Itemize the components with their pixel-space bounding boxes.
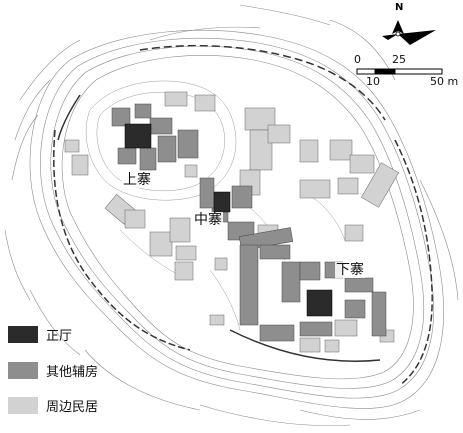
contour-lines xyxy=(4,4,459,426)
main-hall-buildings xyxy=(124,123,333,317)
scale-tick-50m: 50 m xyxy=(430,75,459,88)
area-label-lower: 下寨 xyxy=(335,262,365,278)
scale-tick-25: 25 xyxy=(392,53,406,66)
legend-item-main-hall: 正厅 xyxy=(8,322,72,346)
compass-rose xyxy=(382,20,436,45)
scale-tick-10: 10 xyxy=(366,75,380,88)
area-label-upper: 上寨 xyxy=(122,172,152,188)
residence-buildings xyxy=(64,91,400,353)
roads xyxy=(53,44,433,386)
area-label-middle: 中寨 xyxy=(193,212,223,228)
legend-swatch-residence xyxy=(8,396,38,414)
legend-swatch-auxiliary xyxy=(8,361,38,379)
legend-label-auxiliary: 其他辅房 xyxy=(46,364,99,380)
scale-bar xyxy=(356,68,443,75)
scale-tick-0: 0 xyxy=(354,53,361,66)
legend-item-residence: 周边民居 xyxy=(8,393,98,417)
legend-label-main-hall: 正厅 xyxy=(46,328,73,344)
legend-swatch-main-hall xyxy=(8,325,38,343)
auxiliary-buildings xyxy=(111,103,387,342)
legend-item-auxiliary: 其他辅房 xyxy=(8,358,98,382)
legend-label-residence: 周边民居 xyxy=(46,399,99,415)
compass-north-label: N xyxy=(395,2,404,13)
